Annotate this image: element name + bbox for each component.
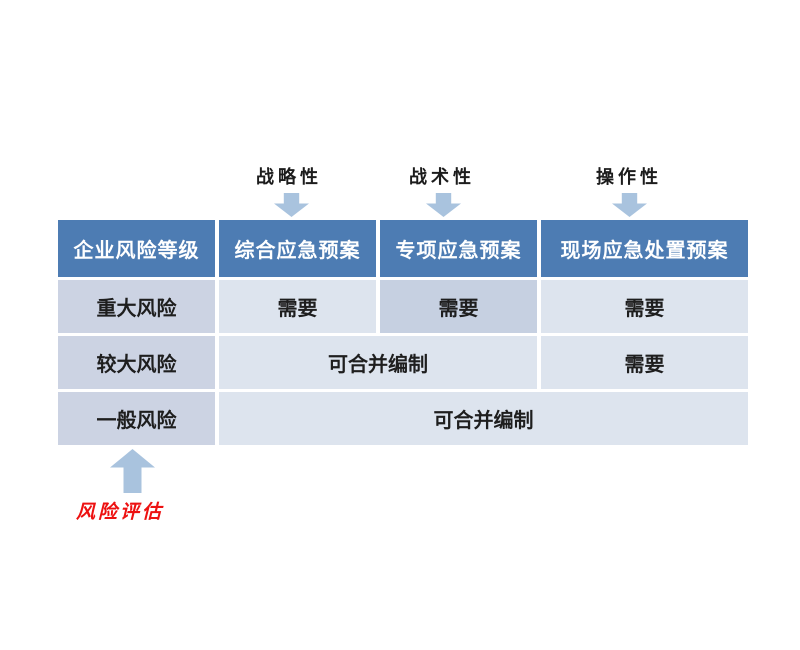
table-cell: 需要: [219, 280, 376, 333]
table-header-comprehensive-plan: 综合应急预案: [219, 220, 376, 277]
table-header-special-plan: 专项应急预案: [380, 220, 537, 277]
down-arrow-icon: [612, 193, 647, 217]
plan-type-label-tactical: 战术性: [409, 167, 475, 187]
plan-type-label-strategic: 战略性: [256, 167, 322, 187]
table-cell-merged: 可合并编制: [219, 392, 748, 445]
plan-type-label-operational: 操作性: [596, 167, 662, 187]
table-header-onsite-plan: 现场应急处置预案: [541, 220, 748, 277]
risk-assessment-label: 风险评估: [76, 502, 165, 523]
table-cell: 需要: [541, 336, 748, 389]
down-arrow-icon: [274, 193, 309, 217]
row-level-general-risk: 一般风险: [58, 392, 215, 445]
risk-assessment-up-arrow-icon: [110, 449, 155, 493]
table-cell: 需要: [541, 280, 748, 333]
row-level-major-risk: 重大风险: [58, 280, 215, 333]
down-arrow-icon: [426, 193, 461, 217]
table-cell-highlighted: 需要: [380, 280, 537, 333]
risk-plan-table: 企业风险等级 综合应急预案 专项应急预案 现场应急处置预案 重大风险 需要 需要…: [58, 220, 748, 445]
table-header-risk-level: 企业风险等级: [58, 220, 215, 277]
table-cell-merged: 可合并编制: [219, 336, 537, 389]
row-level-larger-risk: 较大风险: [58, 336, 215, 389]
